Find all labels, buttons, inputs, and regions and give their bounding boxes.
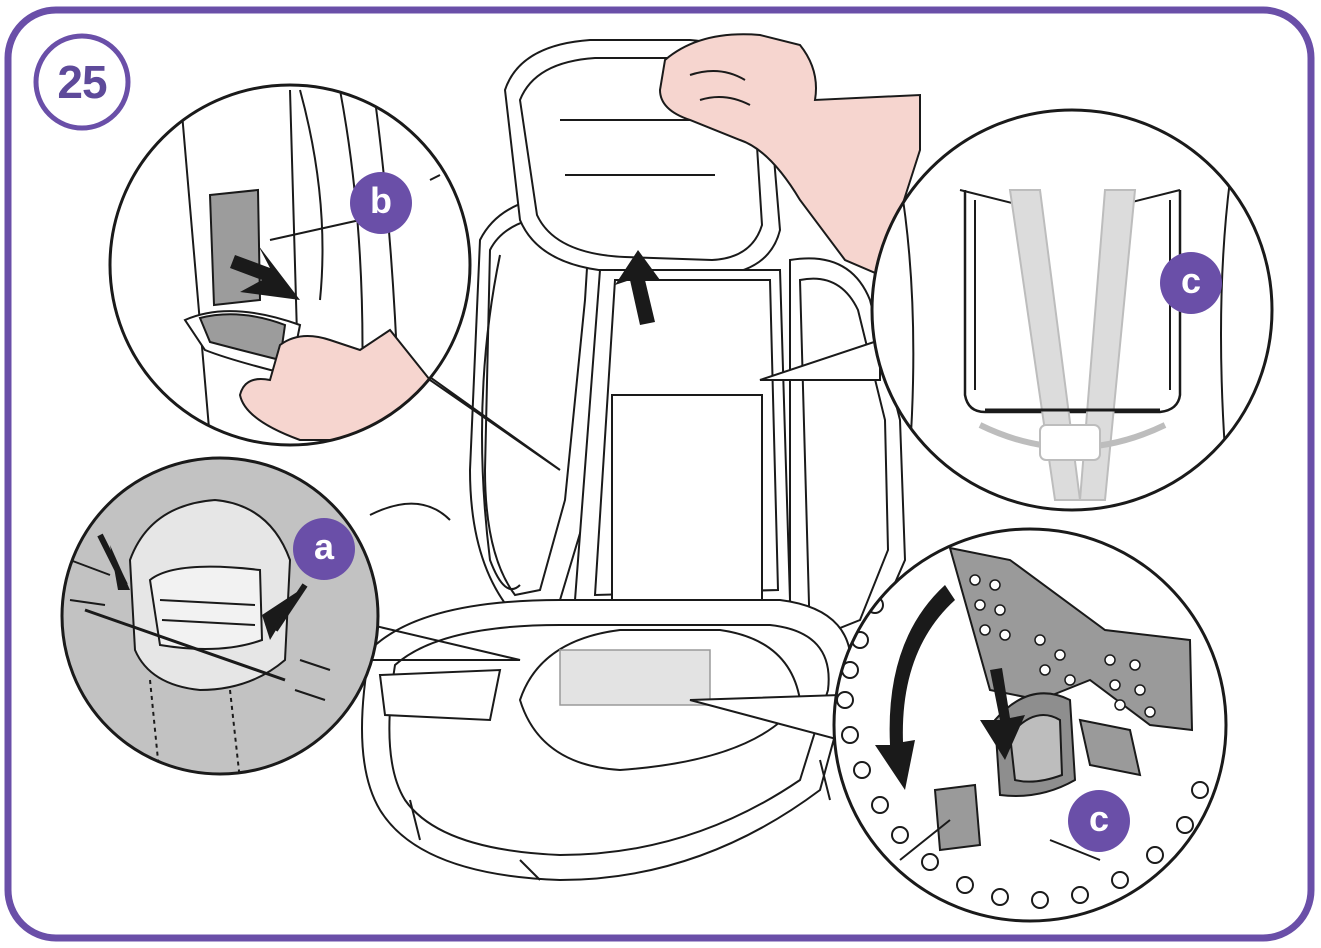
callout-c-bottom: c [1068,790,1130,852]
callout-connectors [349,338,881,742]
inset-a [60,456,380,776]
callout-a: a [293,518,355,580]
inset-c-top [870,108,1274,512]
callout-c-top: c [1160,252,1222,314]
callout-b: b [350,172,412,234]
inset-b [108,83,472,447]
step-number: 25 [57,56,107,108]
lift-arrow-icon [615,250,660,325]
outer-frame [4,6,1315,942]
inset-c-bottom [832,527,1228,923]
step-number-circle [33,33,131,131]
